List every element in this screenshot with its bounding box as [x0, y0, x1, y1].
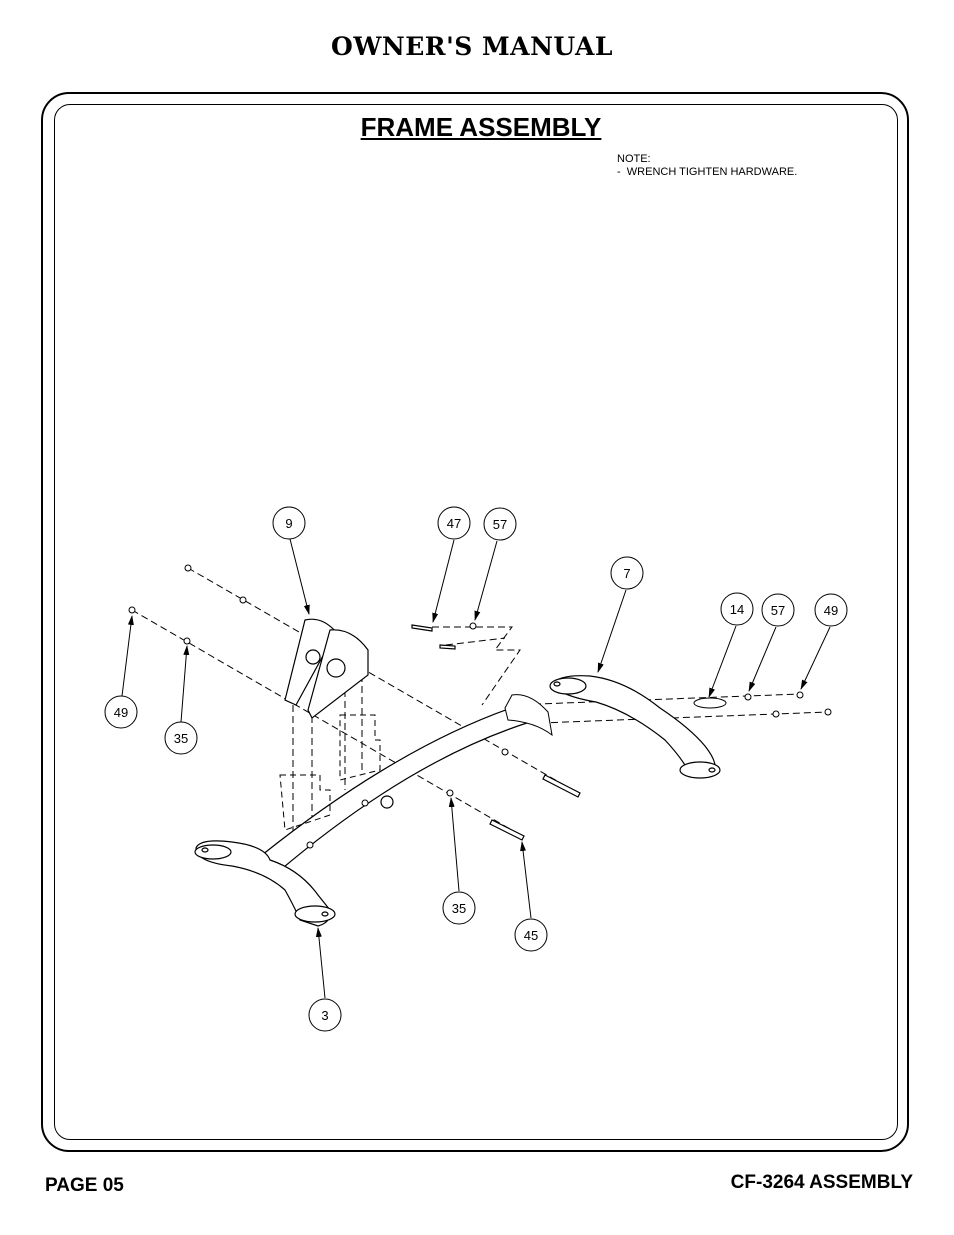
frame-bracket	[504, 694, 553, 737]
svg-text:57: 57	[493, 517, 507, 532]
callout-35: 35	[164, 721, 198, 755]
note-line: - WRENCH TIGHTEN HARDWARE.	[617, 166, 798, 178]
svg-text:47: 47	[447, 516, 461, 531]
callout-57: 57	[483, 507, 517, 541]
callout-57: 57	[761, 593, 795, 627]
note-heading: NOTE:	[617, 153, 651, 165]
svg-text:49: 49	[114, 705, 128, 720]
callout-7: 7	[610, 556, 644, 590]
callout-leaders	[121, 538, 831, 999]
callout-14: 14	[720, 592, 754, 626]
svg-text:14: 14	[730, 602, 744, 617]
side-plates-part-9	[284, 618, 369, 719]
callout-49: 49	[104, 695, 138, 729]
svg-text:3: 3	[321, 1008, 328, 1023]
callout-47: 47	[437, 506, 471, 540]
svg-text:35: 35	[174, 731, 188, 746]
bolts	[380, 624, 581, 841]
svg-text:9: 9	[285, 516, 292, 531]
document-code: CF-3264 ASSEMBLY	[730, 1172, 913, 1193]
svg-text:35: 35	[452, 901, 466, 916]
svg-text:49: 49	[824, 603, 838, 618]
callout-9: 9	[272, 506, 306, 540]
section-title: FRAME ASSEMBLY	[360, 112, 602, 142]
svg-text:57: 57	[771, 603, 785, 618]
svg-text:7: 7	[623, 566, 630, 581]
plate-outline-guides	[279, 714, 381, 831]
inner-frame-border	[54, 104, 898, 1140]
page-number: PAGE 05	[45, 1175, 124, 1196]
outer-frame-border	[41, 92, 909, 1152]
callout-35: 35	[442, 891, 476, 925]
callout-45: 45	[514, 918, 548, 952]
svg-text:45: 45	[524, 928, 538, 943]
page-title: OWNER'S MANUAL	[331, 32, 613, 61]
base-frame-part-3	[194, 704, 531, 927]
hardware-nuts-washers	[128, 564, 832, 849]
front-foot-part-7	[549, 675, 721, 779]
callout-3: 3	[308, 998, 342, 1032]
assembly-note: NOTE: - WRENCH TIGHTEN HARDWARE.	[617, 153, 797, 179]
callout-49: 49	[814, 593, 848, 627]
